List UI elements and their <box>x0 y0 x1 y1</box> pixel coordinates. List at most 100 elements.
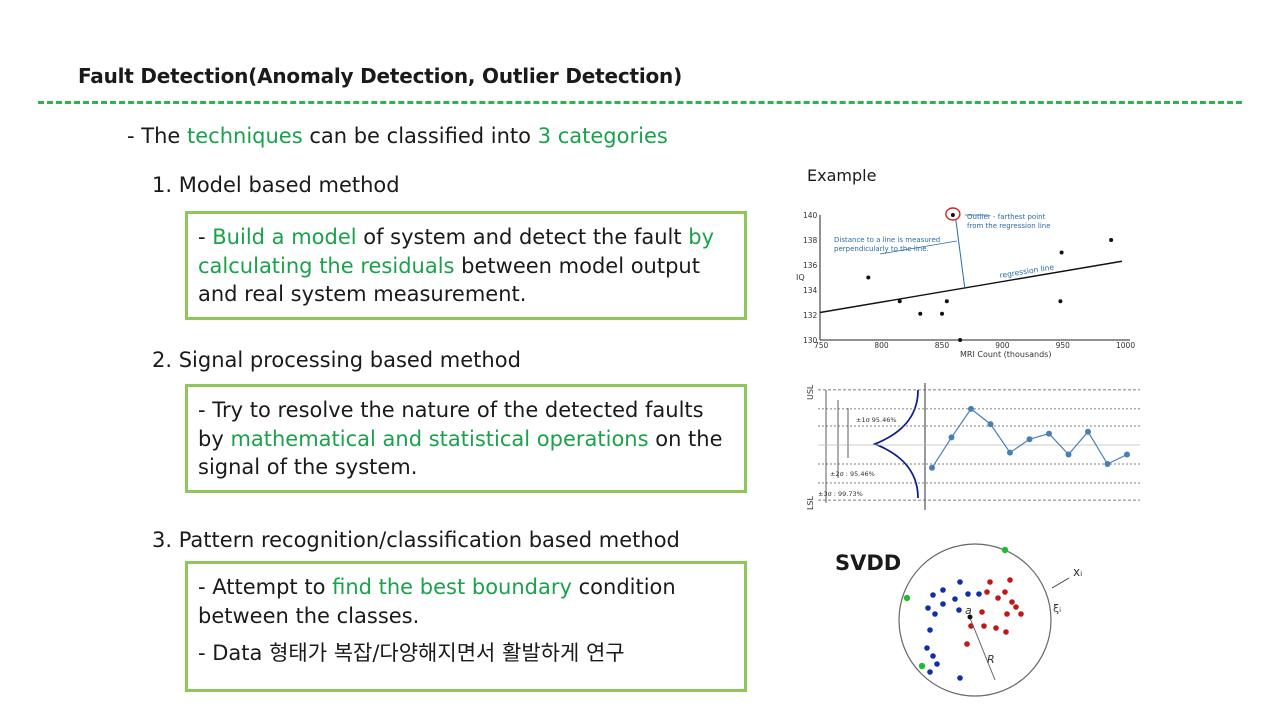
svdd-radius-label: R <box>987 653 995 666</box>
svdd-class-b-point <box>987 579 993 585</box>
svdd-class-b-point <box>984 589 990 595</box>
normal-curve <box>872 389 919 499</box>
svdd-slack-label: ξᵢ <box>1053 602 1061 615</box>
svdd-class-b-point <box>1007 577 1013 583</box>
desc-segment: - <box>198 225 213 249</box>
svdd-class-b-point <box>964 641 970 647</box>
usl-label: USL <box>806 384 815 400</box>
svdd-center-label: a <box>965 604 972 617</box>
title-divider <box>38 101 1242 104</box>
svdd-class-a-point <box>965 591 971 597</box>
svdd-class-a-point <box>924 645 930 651</box>
regression-ytick: 140 <box>803 211 818 220</box>
distance-pointer <box>879 240 957 255</box>
control-point <box>968 405 974 412</box>
control-point <box>1046 430 1052 437</box>
svdd-class-a-point <box>976 591 982 597</box>
outlier-ring <box>945 207 961 221</box>
intro-line: - The techniques can be classified into … <box>127 124 668 148</box>
method-3-heading: 3. Pattern recognition/classification ba… <box>152 528 680 552</box>
svdd-xi-label: xᵢ <box>1073 565 1082 579</box>
method-3-note: - Data 형태가 복잡/다양해지면서 활발하게 연구 <box>198 641 625 665</box>
outlier-annotation-2: from the regression line <box>967 222 1051 230</box>
svdd-class-a-point <box>932 611 938 617</box>
svdd-class-a-point <box>956 607 962 613</box>
control-point <box>1065 451 1072 458</box>
method-3-box: - Attempt to find the best boundary cond… <box>185 561 747 692</box>
regression-chart: IQ MRI Count (thousands) regression line… <box>796 207 1135 359</box>
lsl-label: LSL <box>806 495 815 510</box>
data-point <box>866 275 871 280</box>
desc-segment: Build a model <box>212 225 357 249</box>
outlier-annotation-1: Outlier - farthest point <box>967 213 1046 221</box>
regression-xtick: 850 <box>935 341 950 350</box>
example-label: Example <box>807 166 877 185</box>
svdd-class-a-point <box>957 675 963 681</box>
svdd-support-vector <box>903 594 911 602</box>
regression-ytick: 136 <box>803 261 818 270</box>
svdd-label: SVDD <box>835 551 902 575</box>
method-2-description: - Try to resolve the nature of the detec… <box>198 396 734 482</box>
data-point <box>1058 299 1063 304</box>
distance-annotation-2: perpendicularly to the line. <box>834 245 929 253</box>
method-1-box: - Build a model of system and detect the… <box>185 211 747 320</box>
svdd-class-a-point <box>930 653 936 659</box>
control-point <box>987 421 994 428</box>
desc-segment: between model output and real system mea… <box>198 253 700 307</box>
regression-ytick: 132 <box>803 311 818 320</box>
svdd-class-a-point <box>957 579 963 585</box>
intro-middle: can be classified into <box>302 124 538 148</box>
svdd-class-b-point <box>1009 599 1015 605</box>
regression-ytick: 134 <box>803 286 818 295</box>
svdd-xi-arrow <box>1051 577 1070 589</box>
regression-xlabel: MRI Count (thousands) <box>960 350 1051 359</box>
regression-line <box>819 260 1123 314</box>
svdd-class-a-point <box>940 587 946 593</box>
sigma2-label: ±2σ : 95.46% <box>830 470 875 478</box>
svdd-class-a-point <box>927 669 933 675</box>
svdd-support-vector <box>1001 546 1009 554</box>
control-point <box>948 434 955 441</box>
svdd-class-b-point <box>979 609 985 615</box>
desc-segment: - Try to resolve the nature of the detec… <box>198 398 704 451</box>
svdd-diagram: a R xᵢ ξᵢ <box>898 543 1082 697</box>
regression-ytick: 130 <box>803 336 818 345</box>
method-3-description: - Attempt to find the best boundary cond… <box>198 573 734 630</box>
svdd-class-b-point <box>1004 611 1010 617</box>
desc-segment: mathematical and statistical operations <box>230 426 649 451</box>
regression-xtick: 800 <box>874 341 889 350</box>
svdd-support-vector <box>918 662 926 670</box>
method-2-box: - Try to resolve the nature of the detec… <box>185 384 747 493</box>
sigma3-label: ±3σ : 99.73% <box>818 490 863 498</box>
intro-highlight-categories: 3 categories <box>537 124 668 148</box>
control-point <box>929 464 935 471</box>
slide-title: Fault Detection(Anomaly Detection, Outli… <box>78 64 683 88</box>
desc-segment: by calculating the residuals <box>198 225 715 278</box>
svdd-class-a-point <box>925 605 931 611</box>
desc-segment: - Attempt to <box>198 575 333 599</box>
data-point <box>897 299 902 304</box>
data-point <box>940 311 945 316</box>
control-point <box>1124 451 1130 458</box>
control-point <box>1085 428 1091 435</box>
svdd-class-a-point <box>940 601 946 607</box>
regression-xtick: 1000 <box>1116 341 1135 350</box>
method-1-description: - Build a model of system and detect the… <box>198 223 734 309</box>
desc-segment: find the best boundary <box>332 575 572 599</box>
intro-prefix: - The <box>127 124 187 148</box>
data-point <box>958 338 963 342</box>
svdd-boundary <box>898 543 1052 697</box>
data-point <box>950 213 955 217</box>
control-point <box>1104 461 1111 467</box>
desc-segment: of system and detect the fault <box>356 225 689 249</box>
data-point <box>918 311 923 316</box>
svdd-class-a-point <box>927 627 933 633</box>
svdd-class-b-point <box>993 625 999 631</box>
regression-xtick: 950 <box>1056 341 1071 350</box>
svdd-center <box>967 614 973 620</box>
method-2-heading: 2. Signal processing based method <box>152 348 521 372</box>
svdd-class-b-point <box>981 623 987 629</box>
svdd-class-b-point <box>1002 589 1008 595</box>
svdd-class-a-point <box>930 592 936 598</box>
desc-segment: condition between the classes. <box>198 575 676 628</box>
